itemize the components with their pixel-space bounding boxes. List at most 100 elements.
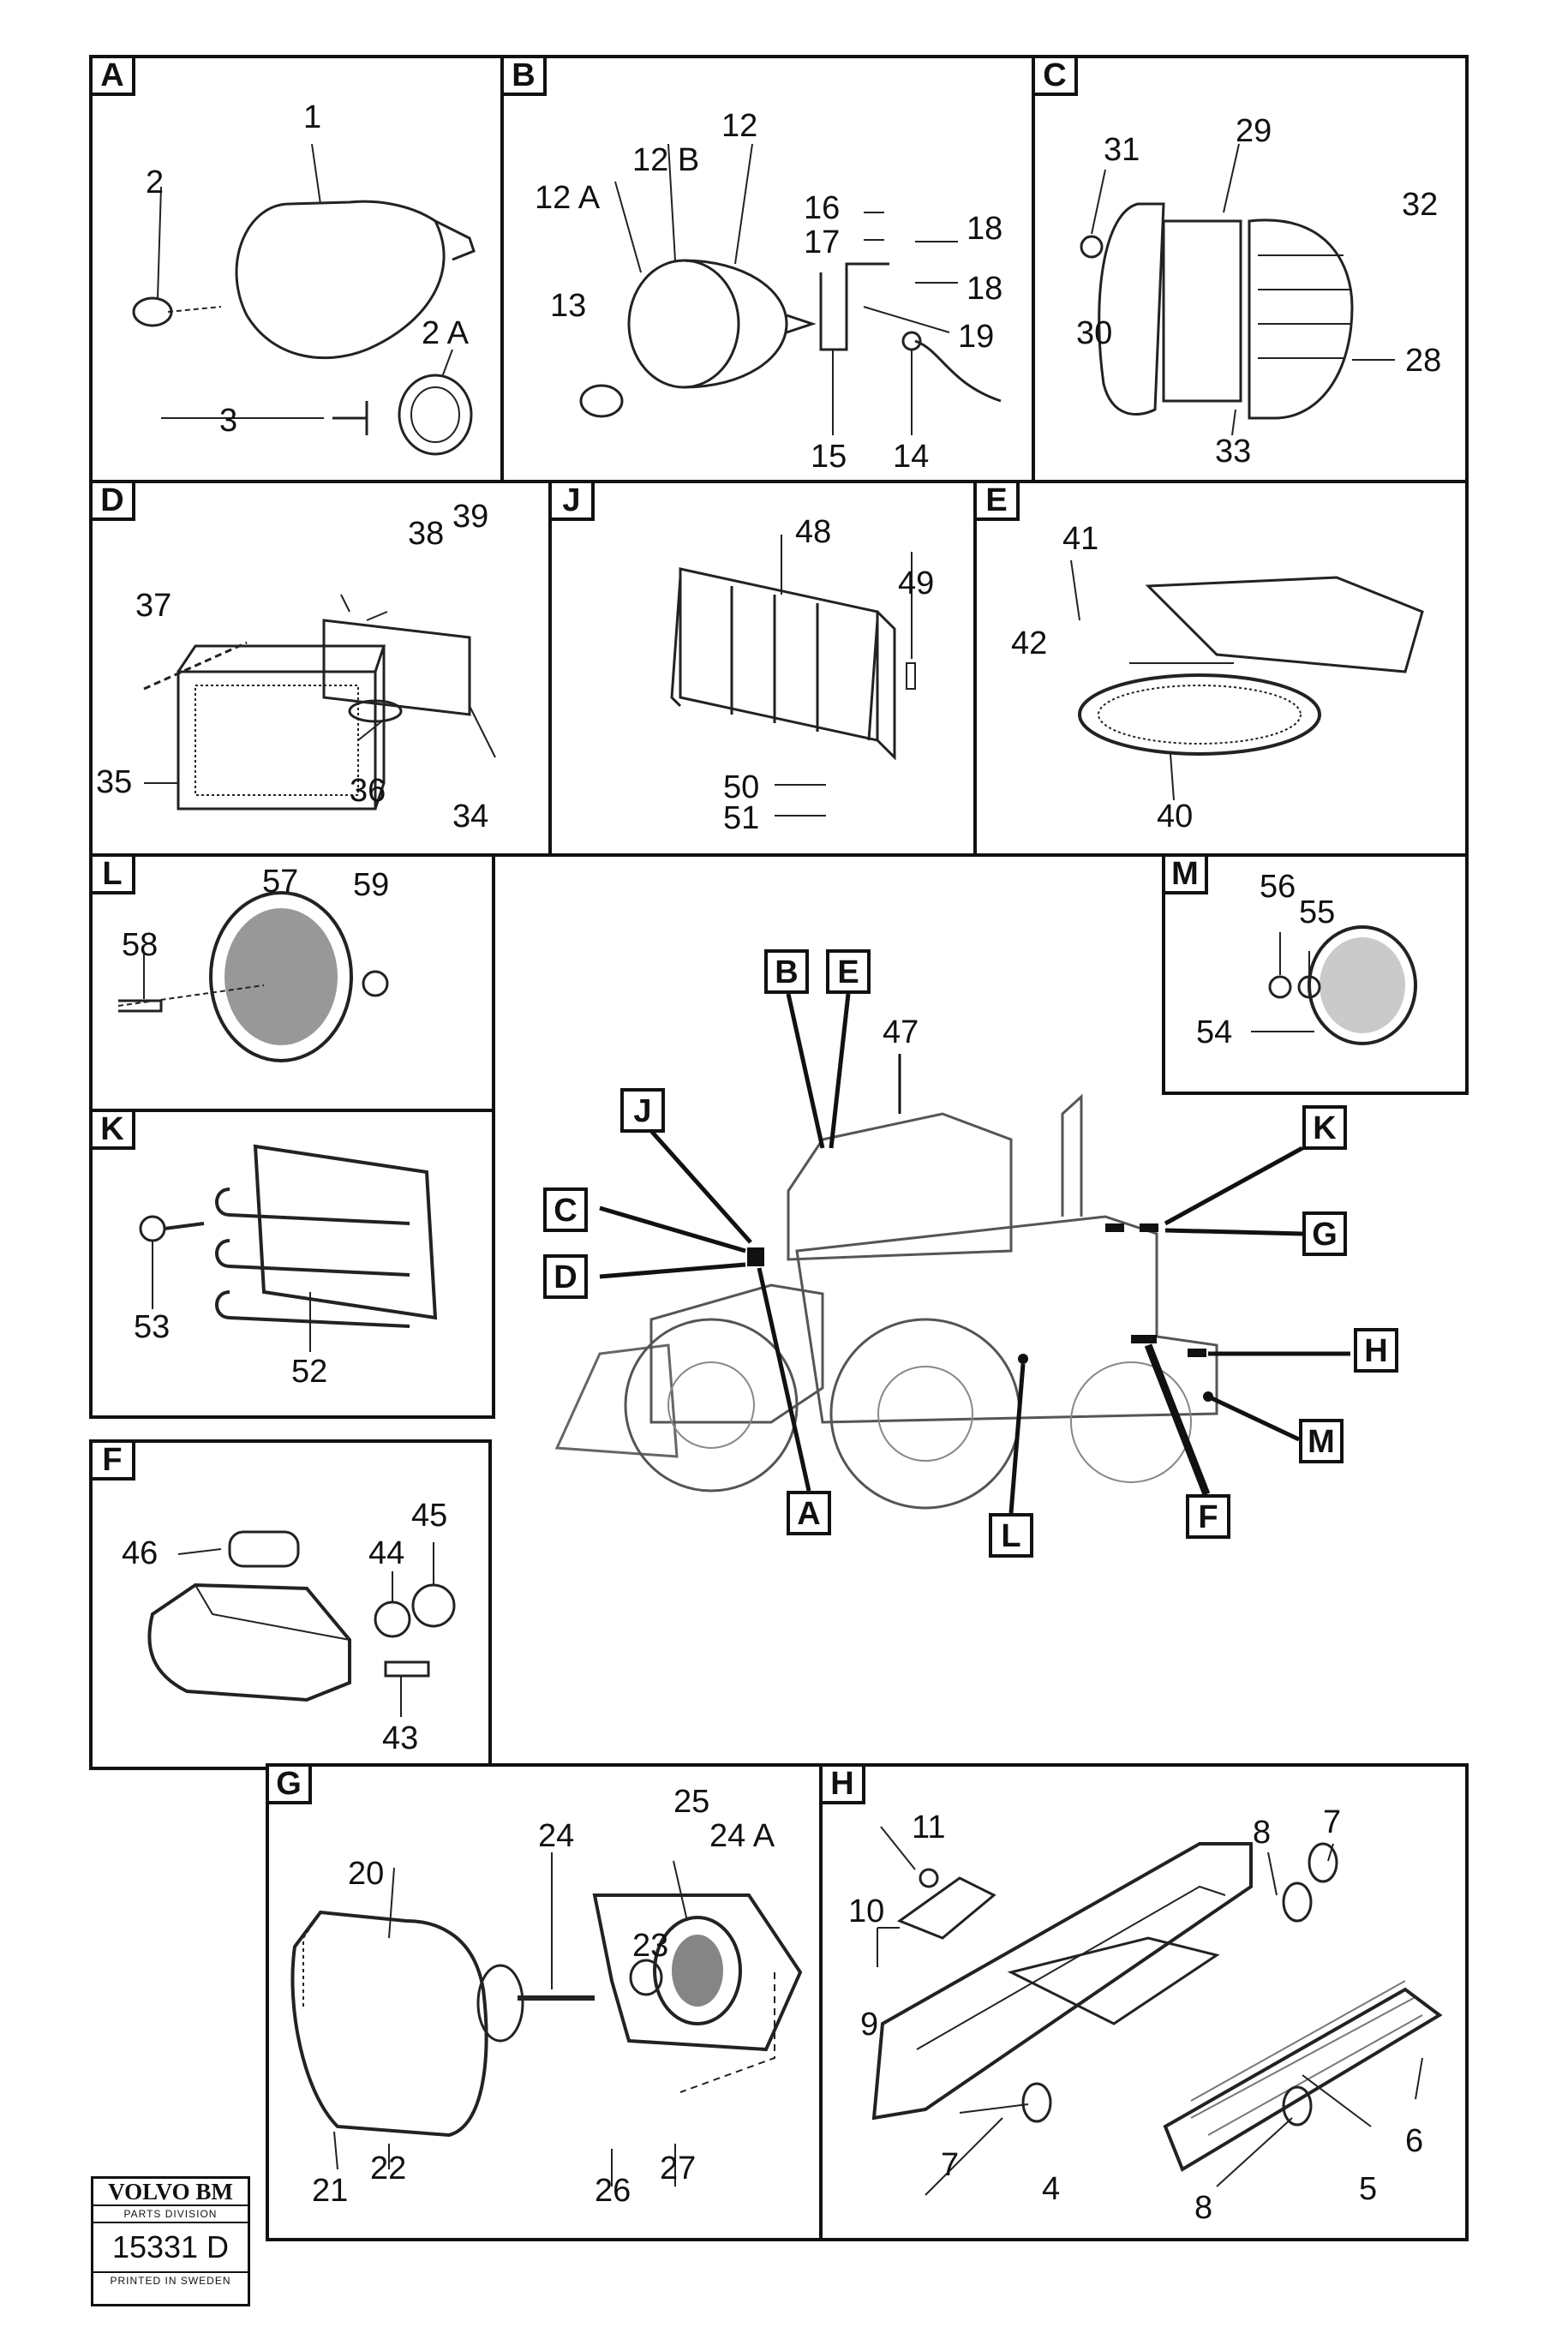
volvo-bm-logo: VOLVO BM PARTS DIVISION 15331 D PRINTED …: [91, 2176, 250, 2306]
part-number: 19: [958, 319, 995, 355]
callout-m: M: [1299, 1419, 1344, 1463]
part-number: 1: [303, 99, 322, 135]
panel-f: F 46 44 45 43: [89, 1439, 492, 1770]
part-number: 42: [1011, 625, 1048, 661]
callout-e: E: [826, 949, 871, 994]
part-number: 24: [538, 1818, 575, 1854]
headlamp-drawing: [132, 143, 476, 456]
panel-letter: A: [89, 55, 135, 96]
part-number: 27: [660, 2151, 697, 2186]
part-number: 26: [595, 2173, 631, 2209]
panel-c: C 31 29 32 30 28 33: [1032, 55, 1469, 483]
part-number: 54: [1196, 1014, 1233, 1050]
callout-h: H: [1354, 1328, 1398, 1373]
part-number: 20: [348, 1856, 385, 1892]
part-number: 10: [848, 1893, 885, 1929]
part-number: 32: [1402, 187, 1439, 223]
panel-g: G 25 24 24 A 20 23 21 22 26 27: [266, 1763, 823, 2241]
callout-l: L: [989, 1513, 1033, 1558]
part-number: 13: [550, 288, 587, 324]
part-number: 22: [370, 2151, 407, 2186]
panel-letter: G: [266, 1763, 312, 1804]
part-number: 38: [408, 516, 445, 552]
panel-letter: M: [1162, 853, 1208, 894]
part-number: 6: [1405, 2123, 1424, 2159]
part-number: 45: [411, 1498, 448, 1534]
marker-lamp-drawing: [1070, 559, 1424, 801]
panel-j: J 48 49 50 51: [548, 480, 977, 857]
callout-a: A: [787, 1491, 831, 1535]
part-number: 31: [1104, 132, 1140, 168]
reflector-drawing: [117, 891, 389, 1062]
part-number: 12 B: [632, 142, 700, 178]
tail-lamp-drawing: [871, 1826, 1443, 2196]
panel-letter: J: [548, 480, 595, 521]
callout-c: C: [543, 1187, 588, 1232]
part-number: 18: [967, 211, 1003, 247]
part-number: 47: [883, 1014, 919, 1050]
callout-d: D: [543, 1254, 588, 1299]
panel-l: L 57 59 58: [89, 853, 495, 1112]
part-number: 3: [219, 403, 238, 439]
side-lamp-drawing: [147, 1530, 456, 1717]
panel-m: M 56 55 54: [1162, 853, 1469, 1095]
part-number: 44: [368, 1535, 405, 1571]
part-number: 33: [1215, 434, 1252, 470]
part-number: 2: [146, 165, 165, 200]
printed-note: PRINTED IN SWEDEN: [110, 2275, 231, 2287]
panel-letter: C: [1032, 55, 1078, 96]
part-number: 36: [350, 773, 386, 809]
part-number: 25: [673, 1784, 710, 1820]
part-number: 34: [452, 799, 489, 835]
part-number: 56: [1260, 869, 1296, 905]
part-number: 8: [1194, 2190, 1213, 2226]
part-number: 40: [1157, 799, 1194, 835]
panel-letter: E: [973, 480, 1020, 521]
part-number: 49: [898, 565, 935, 601]
part-number: 39: [452, 499, 489, 535]
callout-k: K: [1302, 1105, 1347, 1150]
lamp-drawing: [1080, 143, 1395, 436]
part-number: 30: [1076, 315, 1113, 351]
work-lamp-drawing: [579, 143, 1002, 435]
part-number: 59: [353, 867, 390, 903]
panel-letter: K: [89, 1109, 135, 1150]
part-number: 16: [804, 190, 841, 226]
part-number: 12 A: [535, 180, 601, 216]
part-number: 12: [721, 108, 758, 144]
part-number: 58: [122, 927, 159, 963]
callout-j: J: [620, 1088, 665, 1133]
part-number: 7: [941, 2147, 960, 2183]
callout-b: B: [764, 949, 809, 994]
part-number: 21: [312, 2173, 349, 2209]
panel-b: B 12 12 B 12 A 13 16 17 18 18 19 15 14: [500, 55, 1035, 483]
drawing-code: 15331 D: [93, 2223, 248, 2273]
part-number: 18: [967, 271, 1003, 307]
part-number: 11: [912, 1810, 946, 1845]
rear-lamp-drawing: [143, 594, 496, 811]
part-number: 53: [134, 1309, 171, 1345]
logo-division: PARTS DIVISION: [93, 2206, 248, 2223]
part-number: 37: [135, 588, 172, 624]
part-number: 48: [795, 514, 832, 550]
part-number: 4: [1042, 2171, 1061, 2207]
panel-letter: D: [89, 480, 135, 521]
part-number: 7: [1323, 1804, 1342, 1840]
part-number: 35: [96, 764, 133, 800]
part-number: 5: [1359, 2171, 1378, 2207]
part-number: 9: [860, 2007, 879, 2043]
lamp-guard-drawing: [670, 535, 916, 817]
panel-letter: F: [89, 1439, 135, 1481]
headlamp-unit-drawing: [290, 1852, 803, 2186]
panel-letter: H: [819, 1763, 865, 1804]
part-number: 2 A: [422, 315, 469, 351]
guarded-lamp-drawing: [139, 1144, 438, 1352]
reflector-drawing: [1251, 925, 1417, 1045]
part-number: 55: [1299, 894, 1336, 930]
part-number: 29: [1236, 113, 1272, 149]
callout-g: G: [1302, 1211, 1347, 1256]
part-number: 46: [122, 1535, 159, 1571]
part-number: 41: [1062, 521, 1099, 557]
panel-k: K 53 52: [89, 1109, 495, 1419]
